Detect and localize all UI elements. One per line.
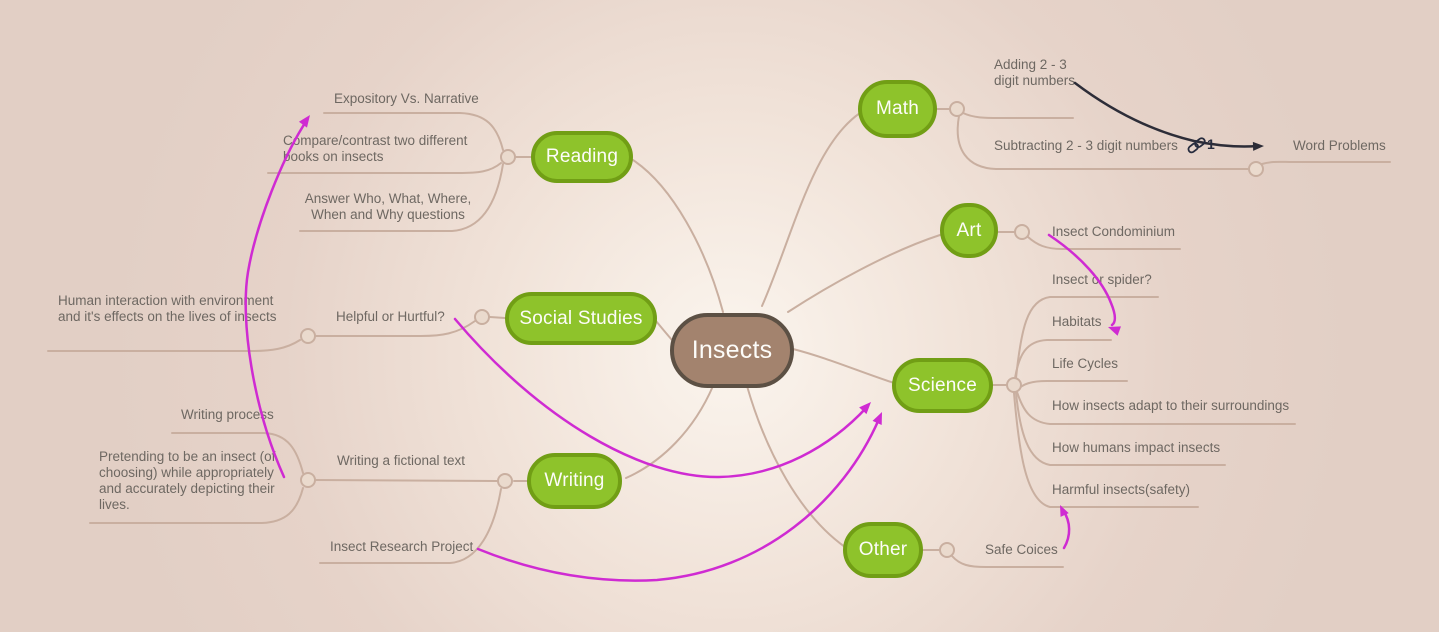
topic-expository-vs-narrative[interactable]: Expository Vs. Narrative bbox=[334, 91, 479, 106]
topic-harmful-insects[interactable]: Harmful insects(safety) bbox=[1052, 482, 1191, 497]
topic-insect-research-project[interactable]: Insect Research Project bbox=[330, 539, 474, 554]
edge-root-art bbox=[787, 234, 941, 313]
fork-reading[interactable] bbox=[500, 149, 516, 165]
topic-human-interaction[interactable]: Human interaction with environment and i… bbox=[58, 293, 278, 324]
root-node-insects[interactable]: Insects bbox=[670, 313, 794, 388]
arrow-safecoices-to-harmful bbox=[1061, 508, 1071, 550]
line-insect-or-spider bbox=[1015, 296, 1159, 379]
topic-adding-numbers[interactable]: Adding 2 - 3 digit numbers bbox=[994, 57, 1076, 88]
line-safe-coices bbox=[951, 555, 1064, 568]
topic-helpful-or-hurtful[interactable]: Helpful or Hurtful? bbox=[336, 309, 445, 324]
branch-node-writing[interactable]: Writing bbox=[527, 453, 622, 509]
arrowhead bbox=[859, 402, 871, 415]
edge-root-other bbox=[746, 385, 846, 548]
branch-node-social-studies[interactable]: Social Studies bbox=[505, 292, 657, 345]
fork-art[interactable] bbox=[1014, 224, 1030, 240]
arrowhead bbox=[1060, 505, 1069, 517]
topic-answer-questions[interactable]: Answer Who, What, Where, When and Why qu… bbox=[304, 191, 476, 222]
topic-writing-fictional-text[interactable]: Writing a fictional text bbox=[337, 453, 466, 468]
fork-other[interactable] bbox=[939, 542, 955, 558]
branch-node-math[interactable]: Math bbox=[858, 80, 937, 138]
link-count-badge[interactable]: 1 bbox=[1207, 136, 1215, 152]
line-writing-process bbox=[171, 432, 304, 474]
topic-life-cycles[interactable]: Life Cycles bbox=[1052, 356, 1119, 371]
arrow-helpful-to-science bbox=[453, 317, 869, 479]
topic-insect-condominium[interactable]: Insect Condominium bbox=[1052, 224, 1176, 239]
line-compare bbox=[267, 162, 502, 174]
fork-social[interactable] bbox=[474, 309, 490, 325]
line-harmful bbox=[1013, 392, 1199, 508]
line-helpful bbox=[315, 320, 476, 337]
edge-root-math bbox=[761, 112, 861, 307]
fork-math[interactable] bbox=[949, 101, 965, 117]
edge-root-science bbox=[792, 348, 895, 384]
edge-root-social bbox=[655, 320, 673, 341]
arrow-research-to-science bbox=[476, 417, 881, 582]
arrow-adding-to-word-problems bbox=[1073, 81, 1260, 148]
stub-social bbox=[489, 316, 506, 319]
branch-node-art[interactable]: Art bbox=[940, 203, 998, 258]
line-pretending bbox=[89, 487, 304, 524]
arrow-condominium-to-habitats bbox=[1047, 233, 1117, 327]
line-expository bbox=[323, 112, 504, 151]
topic-subtracting-numbers[interactable]: Subtracting 2 - 3 digit numbers bbox=[994, 138, 1178, 153]
line-adding bbox=[962, 112, 1074, 119]
line-word-problems bbox=[1261, 160, 1391, 165]
edge-root-writing bbox=[625, 385, 714, 479]
arrowhead bbox=[298, 115, 310, 128]
branch-node-reading[interactable]: Reading bbox=[531, 131, 633, 183]
topic-humans-impact[interactable]: How humans impact insects bbox=[1052, 440, 1221, 455]
link-icon[interactable] bbox=[1187, 137, 1206, 154]
line-adapt bbox=[1016, 391, 1296, 425]
topic-compare-contrast[interactable]: Compare/contrast two different books on … bbox=[283, 133, 472, 164]
line-humans-impact bbox=[1015, 392, 1226, 466]
fork-fictional[interactable] bbox=[300, 472, 316, 488]
arrowhead bbox=[1108, 326, 1121, 336]
topic-insects-adapt[interactable]: How insects adapt to their surroundings bbox=[1052, 398, 1290, 413]
topic-safe-coices[interactable]: Safe Coices bbox=[985, 542, 1058, 557]
topic-pretending-insect[interactable]: Pretending to be an insect (of choosing)… bbox=[99, 449, 280, 512]
topic-word-problems[interactable]: Word Problems bbox=[1293, 138, 1386, 153]
fork-science[interactable] bbox=[1006, 377, 1022, 393]
fork-helpful[interactable] bbox=[300, 328, 316, 344]
branch-node-science[interactable]: Science bbox=[892, 358, 993, 413]
line-condominium bbox=[1027, 236, 1181, 250]
line-habitats bbox=[1014, 339, 1112, 379]
arrow-pretending-to-expository bbox=[244, 118, 309, 479]
fork-writing[interactable] bbox=[497, 473, 513, 489]
line-research bbox=[319, 488, 502, 564]
edge-root-reading bbox=[632, 159, 724, 313]
arrowhead bbox=[872, 412, 882, 425]
arrowhead bbox=[1252, 141, 1264, 151]
line-human-interaction bbox=[47, 339, 301, 352]
line-subtracting bbox=[956, 115, 1250, 170]
line-answer bbox=[299, 163, 504, 232]
line-fictional bbox=[315, 479, 498, 482]
fork-subtracting[interactable] bbox=[1248, 161, 1264, 177]
branch-node-other[interactable]: Other bbox=[843, 522, 923, 578]
topic-habitats[interactable]: Habitats bbox=[1052, 314, 1102, 329]
